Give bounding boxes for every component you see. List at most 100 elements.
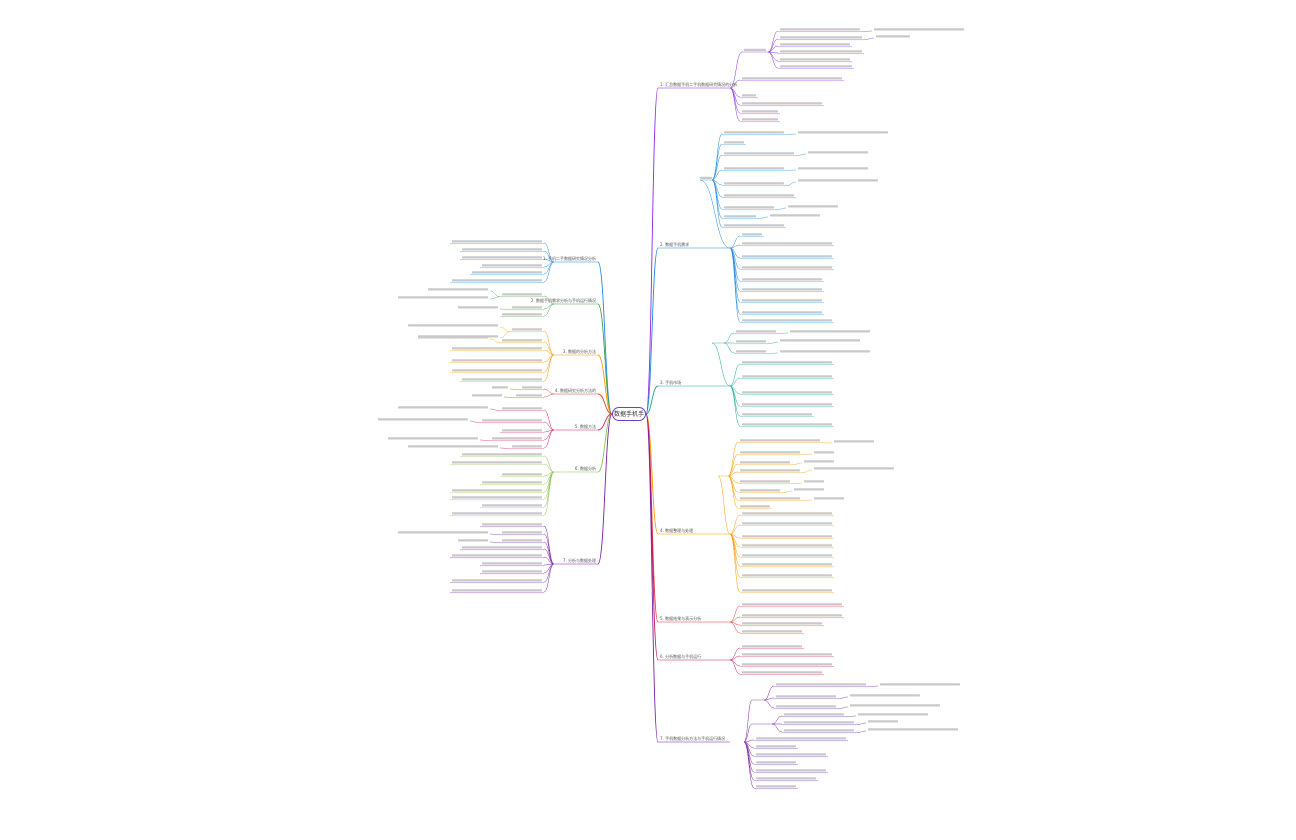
sub-node-text [742,671,822,674]
leaf-node-text [458,539,488,542]
right-branch-topic[interactable]: 4. 数据整理与处理 [660,528,694,533]
sub-node-text [516,394,542,397]
left-branch-topic[interactable]: 2. 数据手机需求分析与手机运行情况 [530,298,596,303]
leaf-node-text [798,131,888,134]
central-topic-node[interactable]: 数据手机手 [612,407,646,421]
leaf-connector [489,290,501,297]
sub-node-text [700,176,712,179]
left-branch-topic[interactable]: 1. 手机二手数据研究情况分析 [542,256,596,261]
sub-connector [729,385,741,417]
leaf-node-text [794,488,824,491]
sub-node-text [742,233,762,236]
right-branch-topic[interactable]: 7. 手机数据分析方法与手机运行情况 [660,736,726,741]
sub-connector [727,441,739,477]
sub-node-text [492,437,542,440]
sub-connector [729,244,741,249]
leaf-node-text [850,704,940,707]
left-branch-topic[interactable]: 4. 数据研究分析方法的 [554,388,596,393]
leaf-connector [837,706,849,709]
sub-connector [729,385,741,407]
left-branch-connector [597,303,613,415]
leaf-connector [489,533,501,535]
leaf-node-text [850,694,920,697]
sub-node-text [742,544,832,547]
leaf-connector [791,482,803,484]
sub-node-text [452,461,542,464]
sub-node-text [742,574,832,577]
sub-node-text [742,319,832,322]
left-branch-topic[interactable]: 7. 分析与数据处理 [562,558,596,563]
sub-connector [699,179,731,249]
leaf-node-text [408,324,498,327]
leaf-node-text [378,418,468,421]
leaf-connector [767,341,779,344]
sub-node-text [742,645,802,648]
right-branch-topic[interactable]: 2. 数据手机需求 [660,242,690,247]
sub-connector [543,525,555,565]
right-branch-topic[interactable]: 3. 手机市场 [660,380,682,385]
sub-node-text [482,419,542,422]
left-branch-connector [597,393,613,415]
sub-node-text [740,451,800,454]
sub-node-text [724,152,794,155]
sub-node-text [502,539,542,542]
sub-node-text [742,110,778,113]
sub-connector [743,723,753,743]
leaf-node-text [808,151,868,154]
right-branch-topic[interactable]: 1. 汇总数据手机二手机数据研究情况的分析 [660,82,738,87]
sub-node-text [452,489,542,492]
leaf-node-text [492,386,508,389]
sub-node-text [502,293,542,296]
sub-node-text [742,535,832,538]
sub-connector [723,332,735,344]
left-branch-topic[interactable]: 6. 数据分析 [574,466,596,471]
leaf-connector [801,469,813,473]
leaf-connector [499,331,511,339]
sub-node-text [780,43,850,46]
sub-node-text [482,481,542,484]
left-branch-topic[interactable]: 3. 数据的分析方法 [562,349,596,354]
sub-node-text [742,118,778,121]
sub-node-text [756,737,846,740]
sub-connector [711,143,723,181]
sub-connector [543,354,555,373]
right-branch-topic[interactable]: 6. 分析数据与手机运行 [660,654,702,659]
leaf-node-text [876,35,910,38]
sub-node-text [452,369,542,372]
sub-node-text [740,469,800,472]
sub-node-text [742,255,832,258]
right-branch-connector [645,385,659,415]
sub-connector [711,179,723,219]
leaf-node-text [814,451,834,454]
sub-node-text [756,777,816,780]
sub-node-text [756,769,826,772]
sub-node-text [482,562,542,565]
sub-connector [543,393,555,398]
sub-connector [729,655,741,661]
sub-node-text [724,167,784,170]
leaf-connector [489,541,501,543]
sub-node-text [776,705,836,708]
leaf-node-text [398,531,488,534]
sub-connector [729,524,741,535]
sub-node-text [742,630,802,633]
sub-node-text [756,745,796,748]
sub-node-text [452,579,542,582]
leaf-node-text [834,440,874,443]
right-branch-topic[interactable]: 5. 数据结果与表示分析 [660,616,702,621]
leaf-connector [499,308,511,310]
sub-node-text [462,378,542,381]
sub-node-text [756,761,796,764]
leaf-connector [499,447,511,449]
leaf-connector [781,490,793,493]
sub-node-text [756,753,826,756]
leaf-node-text [458,306,498,309]
leaf-node-text [472,394,502,397]
sub-node-text [742,413,812,416]
leaf-connector [801,499,813,501]
sub-connector [543,354,555,382]
sub-node-text [452,279,542,282]
leaf-connector [489,408,501,411]
left-branch-topic[interactable]: 5. 数据方法 [574,424,596,429]
sub-node-text [744,48,766,51]
